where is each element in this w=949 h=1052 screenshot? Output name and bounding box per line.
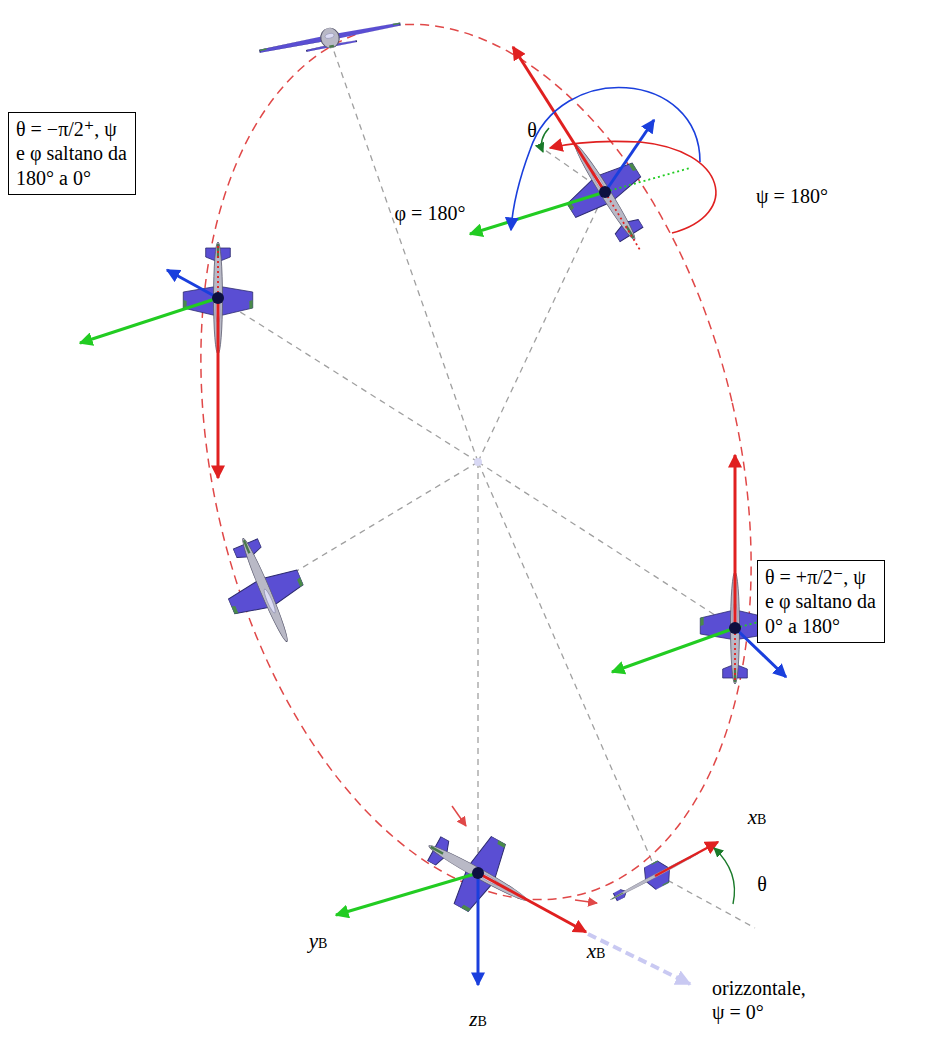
theta-arc — [541, 128, 549, 152]
axis-label: φ = 180° — [395, 201, 466, 225]
body-axes — [336, 873, 586, 985]
axis-label: orizzontale, ψ = 0° — [712, 976, 816, 1024]
note-text: θ = −π/2⁺, ψ e φ saltano da 180° a 0° — [16, 117, 128, 190]
loop-direction — [575, 900, 597, 903]
axis-label: xB — [748, 805, 767, 830]
note-box: θ = +π/2⁻, ψ e φ saltano da 0° a 180° — [757, 560, 885, 643]
airplane — [209, 524, 321, 656]
airplane — [543, 124, 668, 260]
axis-label: θ — [527, 118, 537, 142]
theta-arc — [714, 848, 734, 904]
loop-center — [474, 458, 482, 466]
phi-arc — [511, 88, 700, 230]
axis-label: zB — [469, 1007, 487, 1032]
airplane — [258, 15, 402, 62]
body-axes — [470, 47, 690, 250]
body-axis — [655, 842, 718, 876]
psi-arc — [550, 141, 716, 233]
radius-lines — [218, 40, 755, 928]
loop-direction — [452, 806, 466, 826]
axis-label: xB — [587, 939, 606, 964]
note-text: θ = +π/2⁻, ψ e φ saltano da 0° a 180° — [765, 565, 877, 638]
note-box: θ = −π/2⁺, ψ e φ saltano da 180° a 0° — [8, 112, 136, 195]
axis-label: ψ = 180° — [756, 184, 828, 208]
body-axes — [80, 245, 218, 478]
axis-label: θ — [757, 872, 767, 896]
center-of-mass — [212, 186, 741, 879]
loop-path — [120, 0, 833, 955]
axis-label: yB — [309, 929, 328, 954]
